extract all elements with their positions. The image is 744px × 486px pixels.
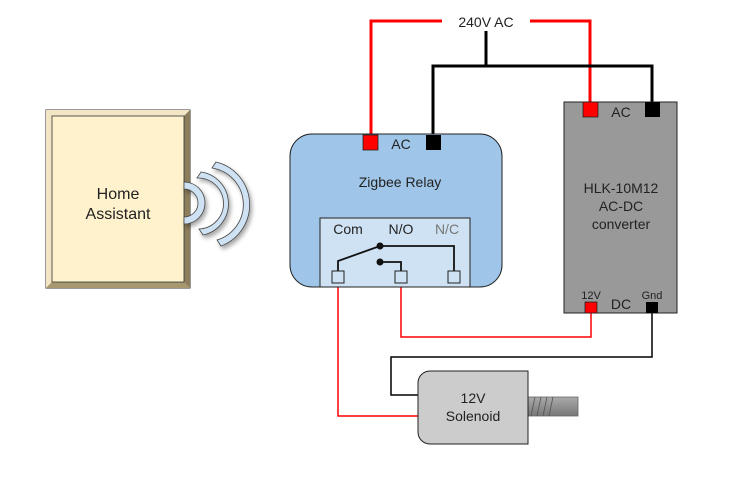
relay-no-contact [380,261,402,273]
supply-label: 240V AC [458,14,513,30]
solenoid-plunger [527,396,579,417]
wire-ac-live-relay [369,19,442,140]
converter-ac-live-terminal [582,101,599,118]
relay-com-label: Com [333,221,363,237]
relay-ac-live-terminal [362,134,379,151]
wire-ac-neutral-relay [431,64,654,140]
solenoid-label-line1: 12V [461,390,487,406]
wire-com-solenoid [337,283,418,417]
relay-no-label: N/O [389,221,414,237]
converter-label-line1: HLK-10M12 [584,180,659,196]
converter-12v-terminal [584,301,598,314]
solenoid-coil-lines [530,396,554,417]
home-assistant-label-line1: Home [97,186,140,203]
relay-nc-contact [380,245,455,273]
home-assistant-label-line2: Assistant [86,206,151,223]
relay-no-terminal [394,270,408,284]
solenoid-label-line2: Solenoid [446,408,501,424]
wire-dc-12v [400,283,592,338]
relay-switch-arm [337,245,381,273]
converter-gnd-terminal [646,302,658,313]
converter-ac-neutral-terminal [645,102,660,117]
converter-label-line2: AC-DC [599,198,643,214]
converter-ac-label: AC [611,104,630,120]
relay-nc-terminal [447,270,461,284]
relay-nc-label: N/C [435,221,459,237]
relay-com-terminal [331,270,345,284]
home-assistant-device: Home Assistant [45,109,191,289]
relay-ac-neutral-terminal [426,135,441,150]
converter-gnd-label: Gnd [642,290,663,302]
hlk-converter: AC HLK-10M12 AC-DC converter 12V Gnd DC [563,101,678,314]
converter-12v-label: 12V [581,290,601,302]
relay-ac-label: AC [391,136,410,152]
wireless-signal-icon [183,161,251,247]
converter-dc-label: DC [611,296,631,312]
solenoid: 12V Solenoid [417,370,579,445]
converter-label-line3: converter [592,216,651,232]
relay-title: Zigbee Relay [359,174,442,190]
zigbee-relay: AC Zigbee Relay Com N/O N/C [289,133,503,288]
wire-ac-live-converter [530,19,592,106]
wire-gnd-solenoid [390,312,653,396]
